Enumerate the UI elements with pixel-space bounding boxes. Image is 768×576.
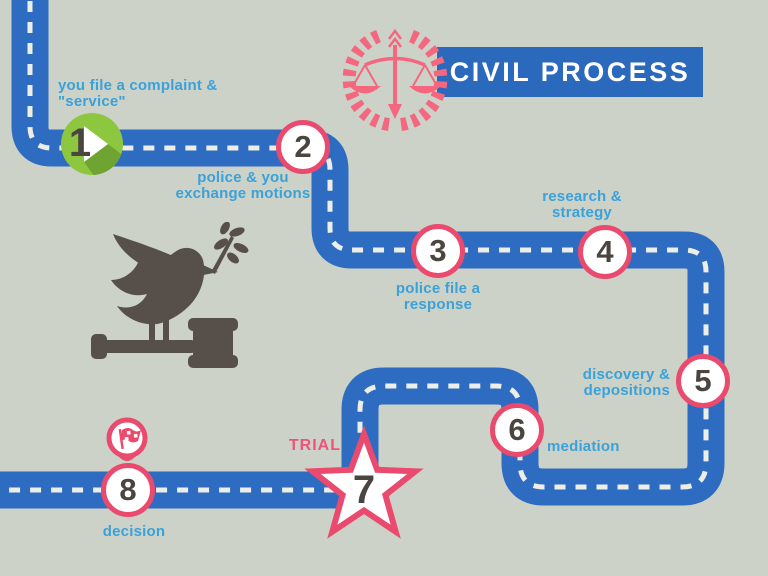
dove-gavel-icon — [91, 222, 249, 368]
checkered-flag-pin-icon — [106, 417, 148, 461]
step-number-1: 1 — [68, 121, 92, 165]
step-number-2: 2 — [294, 129, 312, 164]
step-label-5: discovery & depositions — [582, 366, 670, 399]
step-label-4: research & strategy — [542, 188, 622, 221]
scale-pan-right — [409, 86, 441, 94]
olive-branch-stem — [211, 236, 234, 274]
gavel-handle — [97, 340, 197, 353]
scale-pan-left — [349, 86, 381, 94]
step-label-8: decision — [102, 523, 166, 540]
dove-wing — [113, 234, 173, 272]
step-label-3: police file a response — [395, 280, 481, 313]
step-label-7-trial: TRIAL — [288, 437, 341, 454]
sword-point — [388, 104, 402, 119]
step-number-5: 5 — [694, 363, 712, 398]
scales-of-justice-emblem-icon — [342, 28, 448, 132]
step-number-7: 7 — [352, 468, 376, 512]
step-number-3: 3 — [429, 233, 447, 268]
step-marker-8: 8 — [101, 463, 155, 517]
step-marker-5: 5 — [676, 354, 730, 408]
step-number-4: 4 — [596, 234, 614, 269]
step-number-8: 8 — [119, 472, 137, 507]
step-marker-3: 3 — [411, 224, 465, 278]
step-marker-4: 4 — [578, 225, 632, 279]
checkered-flag-icon — [118, 428, 141, 450]
step-marker-6: 6 — [490, 403, 544, 457]
page-title: CIVIL PROCESS — [449, 56, 691, 87]
step-number-6: 6 — [508, 412, 526, 447]
step-label-1: you file a complaint & "service" — [58, 77, 218, 110]
page-title-banner: CIVIL PROCESS — [437, 47, 703, 97]
step-label-2: police & you exchange motions — [175, 169, 311, 202]
dove-body — [111, 247, 205, 325]
road-center-dashes — [0, 0, 709, 493]
play-icon — [84, 126, 108, 162]
step-label-6: mediation — [547, 438, 620, 455]
gavel-head — [188, 318, 238, 331]
step-marker-1: 1 — [61, 113, 123, 175]
gavel-handle-cap — [91, 334, 107, 359]
step-marker-2: 2 — [276, 120, 330, 174]
dove-leg — [149, 320, 155, 344]
fold-shadow — [84, 144, 123, 175]
